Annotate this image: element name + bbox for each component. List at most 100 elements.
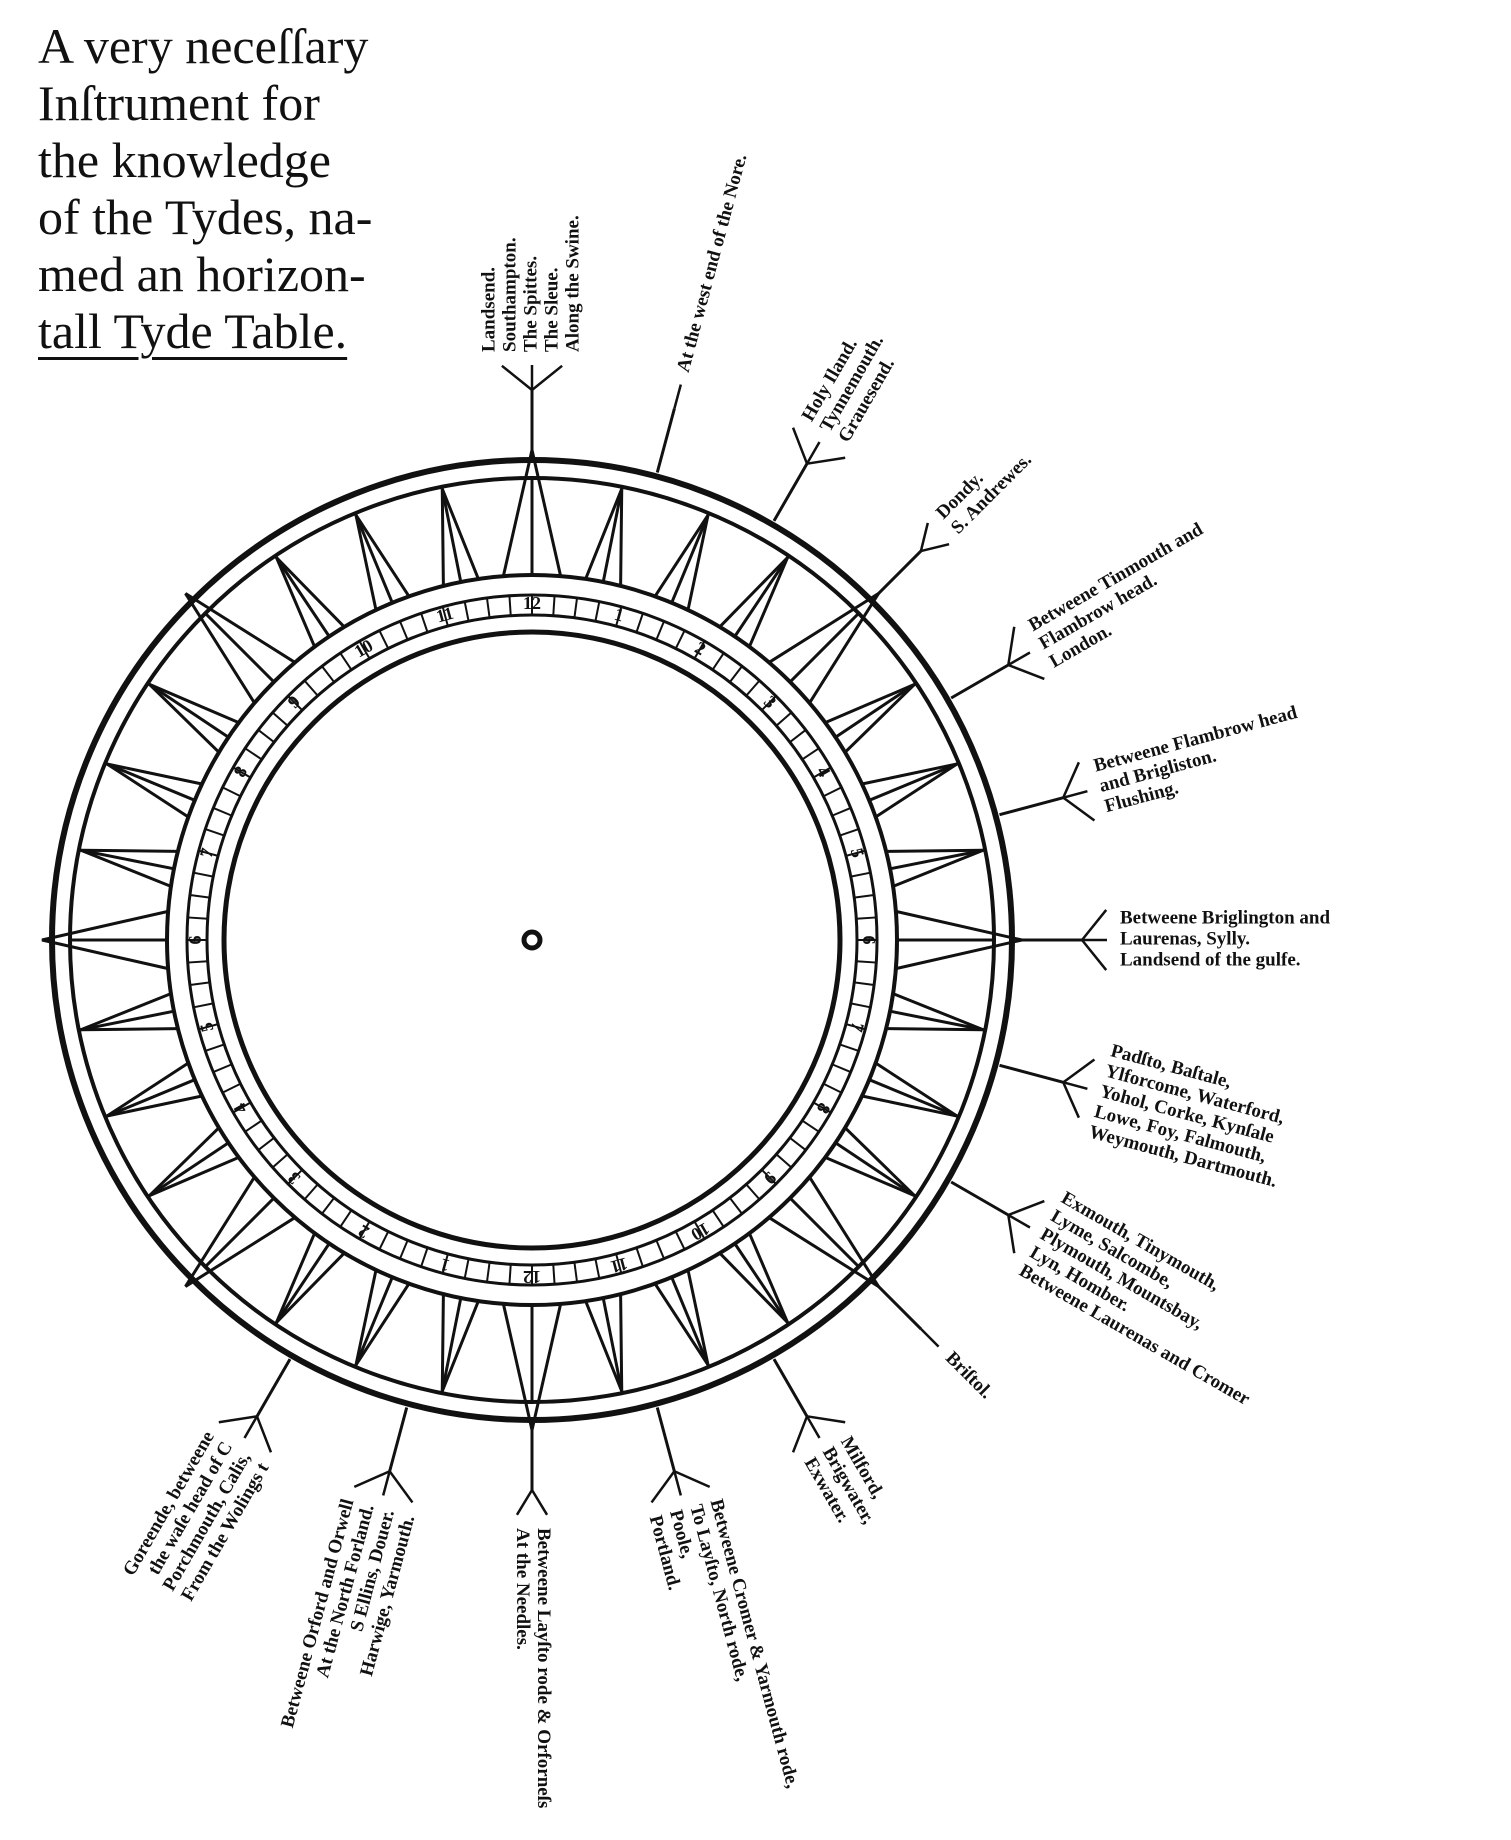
hour-number: 2 — [692, 637, 710, 659]
division-line — [274, 555, 331, 638]
spoke-line — [999, 796, 1064, 817]
compass-point — [653, 514, 710, 611]
hour-number: 6 — [185, 936, 205, 945]
title-line: Inſtrument for — [38, 75, 320, 131]
band-tick — [441, 606, 449, 627]
band-tick — [693, 1220, 706, 1240]
compass-point — [886, 848, 984, 888]
compass-point — [106, 1061, 203, 1118]
division-line — [868, 1078, 960, 1119]
division-line — [78, 848, 175, 871]
band-tick — [321, 1197, 335, 1215]
division-line — [204, 1197, 275, 1268]
title-line: the knowledge — [38, 132, 331, 188]
band-tick — [303, 679, 319, 697]
band-tick — [845, 1023, 866, 1031]
spoke-line — [655, 1407, 676, 1472]
spoke-fork — [388, 1470, 414, 1504]
port-name: Southampton. — [499, 237, 520, 352]
spoke-fork — [1081, 939, 1108, 971]
hour-number: 6 — [859, 936, 879, 945]
compass-point — [584, 488, 624, 586]
hour-number: 8 — [229, 763, 251, 781]
band-tick — [854, 893, 875, 899]
band-tick — [193, 871, 214, 878]
spoke-fork — [1062, 1058, 1096, 1084]
band-tick — [745, 679, 761, 697]
compass-point — [824, 1126, 916, 1197]
division-line — [104, 1078, 196, 1119]
band-tick — [485, 1262, 491, 1283]
division-line — [733, 555, 790, 638]
division-line — [274, 1242, 331, 1325]
spoke-fork — [806, 456, 846, 465]
band-tick — [339, 1209, 353, 1228]
band-tick — [189, 981, 210, 987]
hour-number: 7 — [196, 846, 218, 860]
band-tick — [508, 1264, 512, 1285]
band-tick — [204, 828, 225, 837]
band-tick — [399, 620, 409, 641]
division-line — [147, 682, 230, 739]
spoke-label: Dondy.S. Andrewes. — [932, 449, 1036, 538]
band-tick — [693, 640, 706, 660]
division-line — [147, 1141, 230, 1198]
hour-number: 2 — [355, 1221, 373, 1243]
band-tick — [711, 652, 725, 671]
band-tick — [257, 729, 275, 743]
band-tick — [635, 1247, 644, 1268]
compass-point — [861, 762, 958, 819]
band-tick — [839, 1043, 860, 1052]
spoke-fork — [806, 1415, 846, 1424]
compass-point — [80, 992, 178, 1032]
division-line — [670, 512, 711, 604]
division-line — [834, 682, 917, 739]
spoke-line — [255, 1358, 292, 1418]
compass-point — [886, 992, 984, 1032]
spoke-fork — [805, 1415, 821, 1439]
hour-number: 11 — [608, 1254, 630, 1278]
spoke-fork — [515, 1489, 534, 1516]
band-tick — [801, 747, 820, 761]
spoke-line — [999, 1063, 1064, 1084]
spoke-fork — [531, 364, 563, 391]
band-tick — [775, 1153, 793, 1169]
spoke-fork — [1062, 1081, 1088, 1091]
title-line: med an horizon- — [38, 246, 366, 302]
band-tick — [812, 766, 832, 779]
band-tick — [761, 695, 777, 711]
spoke-fork — [673, 1470, 711, 1489]
band-tick — [745, 1183, 761, 1201]
division-line — [834, 1141, 917, 1198]
division-line — [670, 1276, 711, 1368]
band-tick — [761, 1169, 777, 1185]
spoke-fork — [381, 1470, 391, 1496]
dial-ring — [165, 573, 899, 1307]
compass-point — [718, 556, 789, 648]
band-tick — [594, 601, 601, 622]
spoke-label: Exmouth, Tinymouth,Lyme, Salcombe,Plymou… — [1016, 1188, 1254, 1411]
band-tick — [441, 1253, 449, 1274]
band-tick — [615, 606, 623, 627]
spoke-fork — [1062, 761, 1081, 799]
spoke-fork — [673, 1470, 683, 1496]
spoke-fork — [243, 1415, 259, 1439]
spoke-fork — [1062, 789, 1088, 799]
band-tick — [856, 916, 877, 920]
band-tick — [244, 747, 263, 761]
band-tick — [552, 595, 556, 616]
spoke-label: Betweene Cromer & Yarmouth rode,To Layſt… — [645, 1497, 803, 1791]
port-name: The Spittes. — [520, 256, 541, 352]
band-tick — [831, 807, 852, 817]
band-tick — [189, 893, 210, 899]
title-line: A very neceſſary — [38, 18, 369, 74]
compass-point — [354, 1269, 411, 1366]
compass-point — [440, 488, 480, 586]
hour-number: 5 — [847, 846, 869, 860]
compass-point — [148, 683, 240, 754]
spoke-line — [772, 1358, 809, 1418]
spoke-label: Briſtol. — [941, 1348, 997, 1404]
